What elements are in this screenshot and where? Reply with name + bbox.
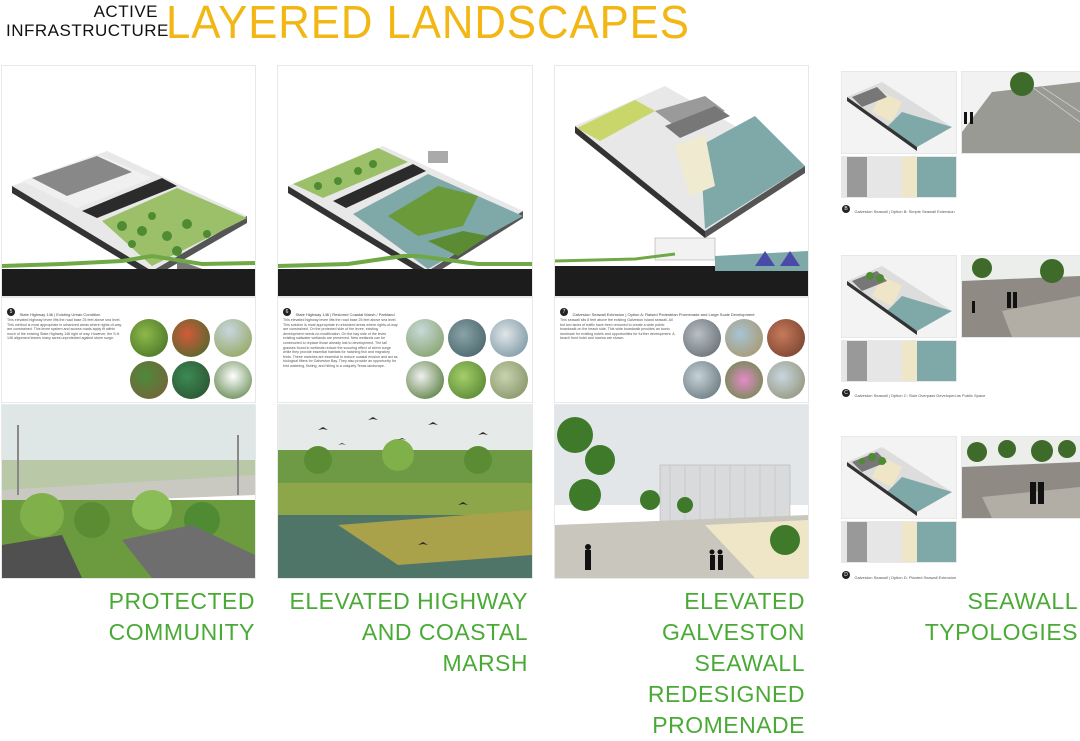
plan-title: Galveston Seawall Extension | Option A: … — [572, 312, 755, 317]
seawall-option-c-perspective — [962, 256, 1080, 337]
header-line-infrastructure: INFRASTRUCTURE — [6, 21, 169, 40]
column-3-rendering — [555, 405, 808, 578]
plan-description: This elevated highway levee lifts the ro… — [7, 318, 122, 341]
plan-title: State Highway 146 | Existing Urban Condi… — [19, 312, 101, 317]
caption-seawall-typologies: SEAWALL TYPOLOGIES — [924, 588, 1078, 645]
seawall-option-b-section — [842, 157, 956, 197]
axonometric-model-coastal-marsh — [278, 146, 532, 296]
axonometric-model-seawall-promenade — [555, 86, 808, 296]
column-1-plan-panel — [2, 66, 255, 296]
column-1-rendering — [2, 405, 255, 578]
plan-heading: 5 State Highway 146 | Existing Urban Con… — [7, 303, 100, 321]
seawall-option-b-label-row: B Galveston Seawall | Option B: Simple S… — [842, 200, 955, 218]
photo-circle-5 — [725, 361, 763, 399]
photo-circle-3 — [490, 319, 528, 357]
seawall-option-c-label-row: C Galveston Seawall | Option C: Stair Ov… — [842, 384, 985, 402]
option-letter-badge: D — [842, 570, 850, 579]
photo-circle-6 — [767, 361, 805, 399]
plan-description: This elevated highway levee lifts the ro… — [283, 318, 398, 368]
photo-circle-5 — [172, 361, 210, 399]
column-3-plan-panel — [555, 66, 808, 296]
seawall-option-d-section — [842, 522, 956, 562]
photo-circle-4 — [130, 361, 168, 399]
option-letter-badge: B — [842, 204, 850, 213]
photo-circle-3 — [214, 319, 252, 357]
column-2-rendering — [278, 405, 532, 578]
photo-circle-2 — [172, 319, 210, 357]
rendering-protected-community — [2, 405, 255, 578]
option-label: Galveston Seawall | Option B: Simple Sea… — [854, 209, 955, 214]
photo-circle-6 — [490, 361, 528, 399]
photo-circle-4 — [406, 361, 444, 399]
page-title: LAYERED LANDSCAPES — [166, 0, 690, 48]
option-label: Galveston Seawall | Option D: Planted Se… — [854, 575, 957, 580]
photo-circle-2 — [448, 319, 486, 357]
photo-circle-1 — [130, 319, 168, 357]
axonometric-model-existing-urban — [2, 151, 255, 296]
plan-number-badge: 5 — [7, 307, 15, 316]
caption-protected-community: PROTECTED COMMUNITY — [108, 588, 255, 645]
column-2-plan-panel — [278, 66, 532, 296]
photo-circle-1 — [406, 319, 444, 357]
header-subtitle: ACTIVE INFRASTRUCTURE — [6, 2, 169, 40]
plan-title: State Highway 146 | Restored Coastal Mar… — [295, 312, 395, 317]
rendering-galveston-promenade — [555, 405, 808, 578]
seawall-option-d-model — [842, 437, 956, 518]
photo-circle-2 — [725, 319, 763, 357]
photo-circle-1 — [683, 319, 721, 357]
column-3-description-panel: 7 Galveston Seawall Extension | Option A… — [555, 298, 808, 402]
seawall-option-b-perspective — [962, 72, 1080, 153]
seawall-option-d-label-row: D Galveston Seawall | Option D: Planted … — [842, 566, 956, 584]
caption-seawall-promenade: ELEVATED GALVESTON SEAWALL REDESIGNED PR… — [647, 588, 805, 738]
plan-number-badge: 7 — [560, 307, 568, 316]
seawall-option-c-section — [842, 341, 956, 381]
plan-heading: 7 Galveston Seawall Extension | Option A… — [560, 303, 755, 321]
option-label: Galveston Seawall | Option C: Stair Over… — [854, 393, 986, 398]
photo-circle-4 — [683, 361, 721, 399]
rendering-elevated-highway-marsh — [278, 405, 532, 578]
seawall-option-d-perspective — [962, 437, 1080, 518]
photo-circle-6 — [214, 361, 252, 399]
option-letter-badge: C — [842, 388, 850, 397]
column-1-description-panel: 5 State Highway 146 | Existing Urban Con… — [2, 298, 255, 402]
caption-elevated-highway: ELEVATED HIGHWAY AND COASTAL MARSH — [289, 588, 528, 676]
seawall-option-c-model — [842, 256, 956, 337]
plan-number-badge: 6 — [283, 307, 291, 316]
plan-heading: 6 State Highway 146 | Restored Coastal M… — [283, 303, 395, 321]
header-line-active: ACTIVE — [93, 2, 158, 21]
photo-circle-5 — [448, 361, 486, 399]
plan-description: This seawall sits 8 feet above the exist… — [560, 318, 675, 341]
photo-circle-3 — [767, 319, 805, 357]
column-2-description-panel: 6 State Highway 146 | Restored Coastal M… — [278, 298, 532, 402]
seawall-option-b-model — [842, 72, 956, 153]
